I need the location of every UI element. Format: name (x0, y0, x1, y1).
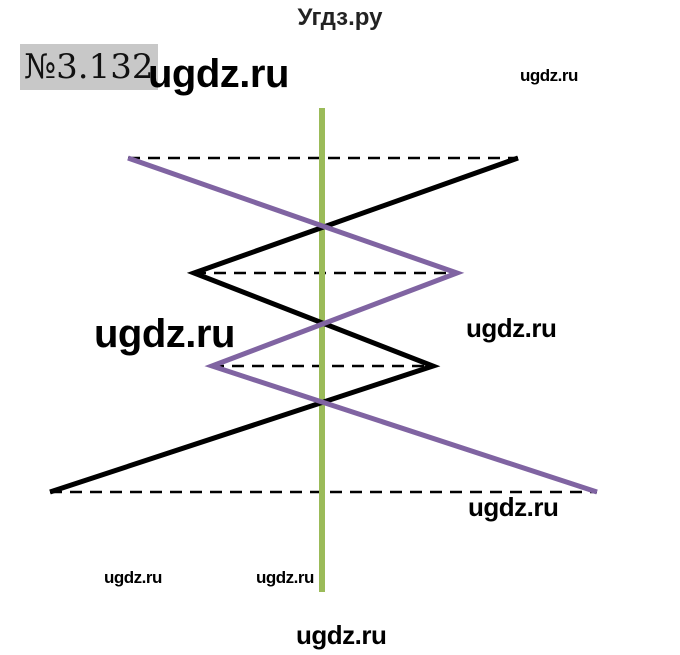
watermark: ugdz.ru (466, 313, 557, 343)
watermark: ugdz.ru (296, 620, 387, 650)
watermark: ugdz.ru (256, 568, 314, 587)
watermark: ugdz.ru (104, 568, 162, 587)
black-zigzag (49, 155, 519, 495)
watermark: ugdz.ru (520, 66, 578, 85)
purple-zigzag (127, 155, 598, 495)
watermark: ugdz.ru (148, 52, 289, 96)
site-title: Угдз.ру (297, 4, 383, 31)
watermark: ugdz.ru (468, 492, 559, 522)
task-number: №3.132 (20, 44, 158, 90)
watermark: ugdz.ru (94, 312, 235, 356)
